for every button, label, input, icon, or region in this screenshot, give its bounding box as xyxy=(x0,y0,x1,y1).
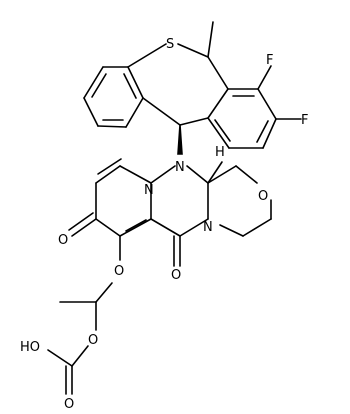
morpholine-oxygen: O xyxy=(258,189,268,204)
fluorine-atom-right: F xyxy=(301,113,308,128)
ester-oxygen: O xyxy=(88,333,98,348)
fluorine-atom-top: F xyxy=(266,53,273,68)
hydroxyl-group: HO xyxy=(20,340,40,355)
nitrogen-atom-right: N xyxy=(144,183,154,198)
nitrogen-atom-left: N xyxy=(175,160,185,175)
carbonyl-oxygen: O xyxy=(64,397,74,412)
atom-labels: S F F N N H O N O O O O O HO xyxy=(20,37,308,412)
amide-oxygen: O xyxy=(171,268,181,283)
sulfur-atom: S xyxy=(166,37,174,52)
ether-oxygen: O xyxy=(114,264,124,279)
ketone-oxygen: O xyxy=(58,233,68,248)
amide-nitrogen: N xyxy=(203,220,213,235)
bond-lines xyxy=(47,21,302,395)
stereo-hydrogen: H xyxy=(215,145,225,160)
